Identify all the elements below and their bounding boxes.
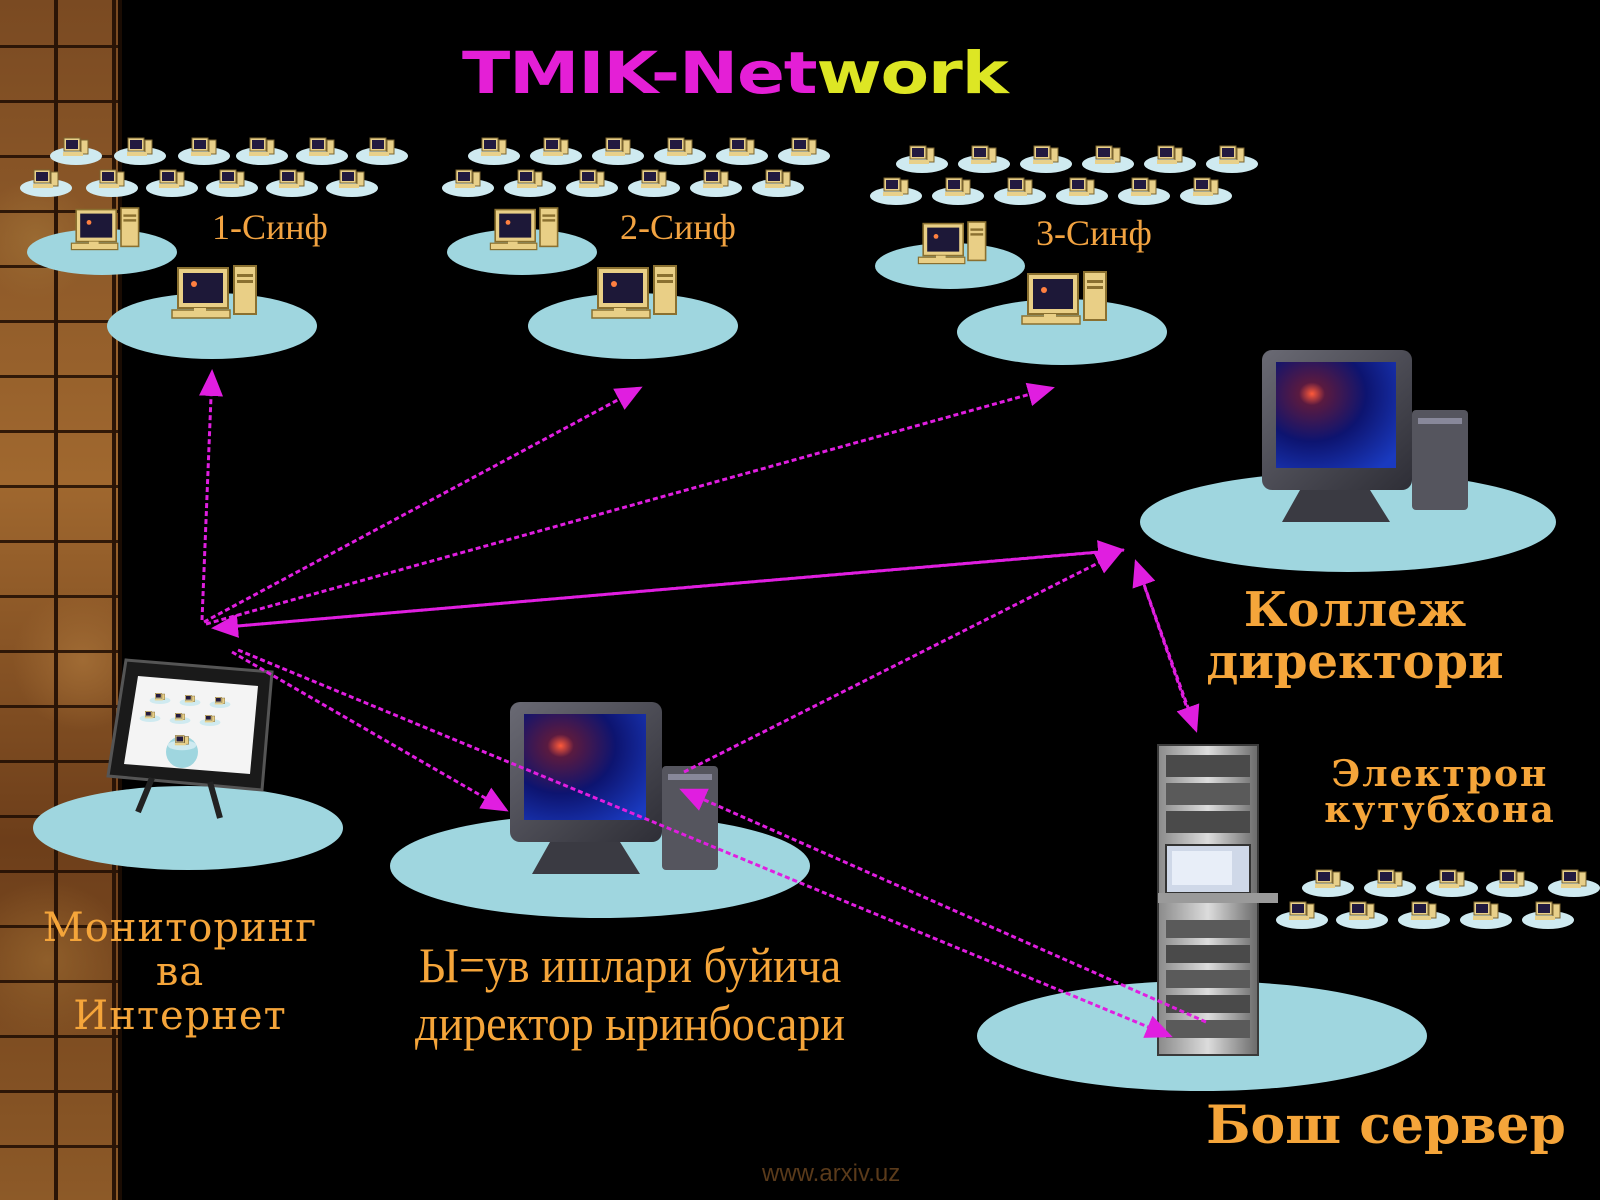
- title-main: TMIK-Net: [462, 39, 818, 107]
- main-server-label: Бош сервер: [1206, 1095, 1566, 1156]
- website-watermark: www.arxiv.uz: [762, 1160, 901, 1187]
- college-director-pc: [1140, 350, 1556, 572]
- class2-label: 2-Синф: [620, 207, 736, 247]
- library-cluster: [1275, 869, 1600, 930]
- deputy-line1: Ы=ув ишлари буйича: [418, 937, 842, 993]
- college-director-line1: Коллеж: [1243, 582, 1467, 638]
- library-line1: Электрон: [1331, 753, 1549, 795]
- class1-label: 1-Синф: [212, 207, 328, 247]
- college-director-label: Коллеж директори: [1190, 584, 1520, 688]
- library-label: Электрон кутубхона: [1290, 756, 1590, 828]
- class1-cluster: [19, 137, 409, 359]
- title-tail: work: [816, 39, 1008, 107]
- college-director-line2: директори: [1206, 634, 1504, 690]
- slide-title: TMIK-Network: [462, 38, 1292, 108]
- class3-cluster: [869, 145, 1259, 365]
- monitoring-line1: Мониторинг: [42, 905, 318, 951]
- deputy-pc: [390, 702, 810, 918]
- deputy-line2: директор ыринбосари: [415, 995, 845, 1051]
- wood-panel: [0, 0, 122, 1200]
- monitoring-label: Мониторинг ва Интернет: [10, 906, 350, 1038]
- library-line2: кутубхона: [1324, 789, 1556, 831]
- network-links: [199, 369, 1207, 1038]
- class3-label: 3-Синф: [1036, 213, 1152, 253]
- monitoring-panel: [33, 658, 343, 870]
- monitoring-line3: Интернет: [73, 993, 287, 1039]
- monitoring-line2: ва: [155, 949, 205, 995]
- main-server: [977, 744, 1427, 1091]
- class2-cluster: [441, 137, 831, 359]
- deputy-label: Ы=ув ишлари буйича директор ыринбосари: [363, 936, 897, 1052]
